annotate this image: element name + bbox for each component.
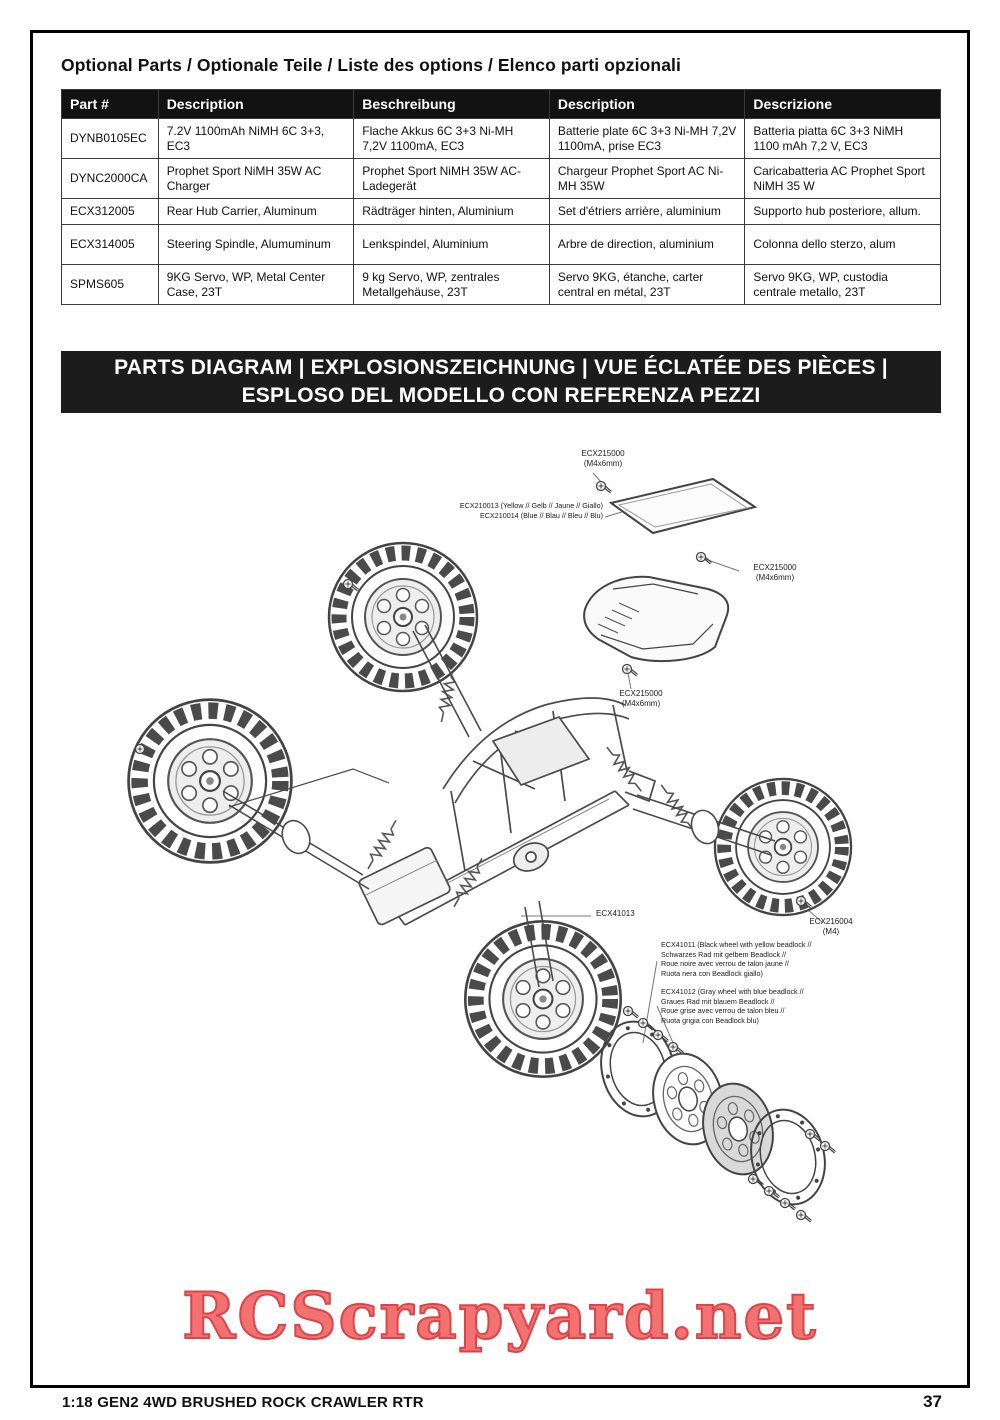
page-footer: 1:18 GEN2 4WD BRUSHED ROCK CRAWLER RTR 3… bbox=[62, 1392, 942, 1412]
label-ecx210013-ecx210014: ECX210013 (Yellow // Gelb // Jaune // Gi… bbox=[459, 501, 603, 520]
description-de: Flache Akkus 6C 3+3 Ni-MH 7,2V 1100mA, E… bbox=[353, 118, 550, 159]
description-en: Prophet Sport NiMH 35W AC Charger bbox=[157, 158, 355, 199]
description-it: Caricabatteria AC Prophet Sport NiMH 35 … bbox=[744, 158, 941, 199]
table-row: DYNC2000CA Prophet Sport NiMH 35W AC Cha… bbox=[61, 158, 941, 199]
description-de: Rädträger hinten, Aluminium bbox=[353, 198, 550, 225]
table-row: ECX312005 Rear Hub Carrier, Aluminum Räd… bbox=[61, 198, 941, 225]
description-de: Prophet Sport NiMH 35W AC-Ladegerät bbox=[353, 158, 550, 199]
beadlock-wheel-stack bbox=[590, 1005, 837, 1223]
label-ecx215000-right: ECX215000 (M4x6mm) bbox=[753, 563, 797, 583]
optional-parts-table: Part # Description Beschreibung Descript… bbox=[61, 89, 941, 305]
banner-line-1: PARTS DIAGRAM | EXPLOSIONSZEICHNUNG | VU… bbox=[114, 355, 888, 379]
chassis bbox=[358, 697, 657, 926]
col-header-descrizione: Descrizione bbox=[744, 89, 941, 119]
description-en: Steering Spindle, Alumuminum bbox=[157, 224, 355, 265]
table-row: SPMS605 9KG Servo, WP, Metal Center Case… bbox=[61, 264, 941, 305]
page-frame: Optional Parts / Optionale Teile / Liste… bbox=[30, 30, 970, 1388]
label-ecx41012: ECX41012 (Gray wheel with blue beadlock … bbox=[661, 987, 804, 1026]
parts-diagram-banner: PARTS DIAGRAM | EXPLOSIONSZEICHNUNG | VU… bbox=[61, 351, 941, 413]
description-de: 9 kg Servo, WP, zentrales Metallgehäuse,… bbox=[353, 264, 550, 305]
description-fr: Set d'étriers arrière, aluminium bbox=[548, 198, 746, 225]
description-fr: Batterie plate 6C 3+3 Ni-MH 7,2V 1100mA,… bbox=[548, 118, 746, 159]
col-header-beschreibung: Beschreibung bbox=[353, 89, 550, 119]
page-title: Optional Parts / Optionale Teile / Liste… bbox=[61, 55, 681, 75]
banner-line-2: ESPLOSO DEL MODELLO CON REFERENZA PEZZI bbox=[241, 384, 761, 407]
col-header-part: Part # bbox=[61, 89, 159, 119]
watermark: RCScrapyard.net bbox=[181, 1278, 818, 1355]
page-number: 37 bbox=[923, 1392, 942, 1411]
exploded-view-drawing bbox=[53, 472, 953, 1223]
part-number: SPMS605 bbox=[61, 264, 159, 305]
body-screw bbox=[621, 663, 639, 677]
table-header-row: Part # Description Beschreibung Descript… bbox=[61, 89, 941, 119]
label-ecx41011: ECX41011 (Black wheel with yellow beadlo… bbox=[661, 940, 812, 979]
description-fr: Arbre de direction, aluminium bbox=[548, 224, 746, 265]
description-it: Batteria piatta 6C 3+3 NiMH 1100 mAh 7,2… bbox=[744, 118, 941, 159]
wheel-rear-left bbox=[129, 700, 292, 863]
description-it: Supporto hub posteriore, allum. bbox=[744, 198, 941, 225]
table-row: ECX314005 Steering Spindle, Alumuminum L… bbox=[61, 224, 941, 265]
part-number: DYNB0105EC bbox=[61, 118, 159, 159]
label-ecx215000-top: ECX215000 (M4x6mm) bbox=[581, 449, 625, 469]
body-panel bbox=[595, 477, 758, 565]
description-de: Lenkspindel, Aluminium bbox=[353, 224, 550, 265]
description-it: Servo 9KG, WP, custodia centrale metallo… bbox=[744, 264, 941, 305]
table-row: DYNB0105EC 7.2V 1100mAh NiMH 6C 3+3, EC3… bbox=[61, 118, 941, 159]
body-shell bbox=[583, 575, 730, 663]
wheel-rear-right bbox=[465, 921, 620, 1076]
footer-product-name: 1:18 GEN2 4WD BRUSHED ROCK CRAWLER RTR bbox=[62, 1394, 424, 1411]
description-en: Rear Hub Carrier, Aluminum bbox=[157, 198, 355, 225]
description-en: 9KG Servo, WP, Metal Center Case, 23T bbox=[157, 264, 355, 305]
description-it: Colonna dello sterzo, alum bbox=[744, 224, 941, 265]
axles bbox=[222, 624, 776, 988]
description-fr: Servo 9KG, étanche, carter central en mé… bbox=[548, 264, 746, 305]
wheel-front-right bbox=[715, 779, 851, 915]
description-en: 7.2V 1100mAh NiMH 6C 3+3, EC3 bbox=[157, 118, 355, 159]
part-number: DYNC2000CA bbox=[61, 158, 159, 199]
wheel-front-left bbox=[329, 543, 477, 691]
label-ecx215000-mid: ECX215000 (M4x6mm) bbox=[619, 689, 663, 709]
col-header-description-fr: Description bbox=[548, 89, 746, 119]
col-header-description-en: Description bbox=[157, 89, 355, 119]
parts-diagram: ECX215000 (M4x6mm) ECX210013 (Yellow // … bbox=[53, 439, 953, 1263]
description-fr: Chargeur Prophet Sport AC Ni-MH 35W bbox=[548, 158, 746, 199]
part-number: ECX312005 bbox=[61, 198, 159, 225]
label-ecx216004: ECX216004 (M4) bbox=[809, 917, 853, 937]
label-ecx41013: ECX41013 bbox=[596, 909, 635, 918]
part-number: ECX314005 bbox=[61, 224, 159, 265]
